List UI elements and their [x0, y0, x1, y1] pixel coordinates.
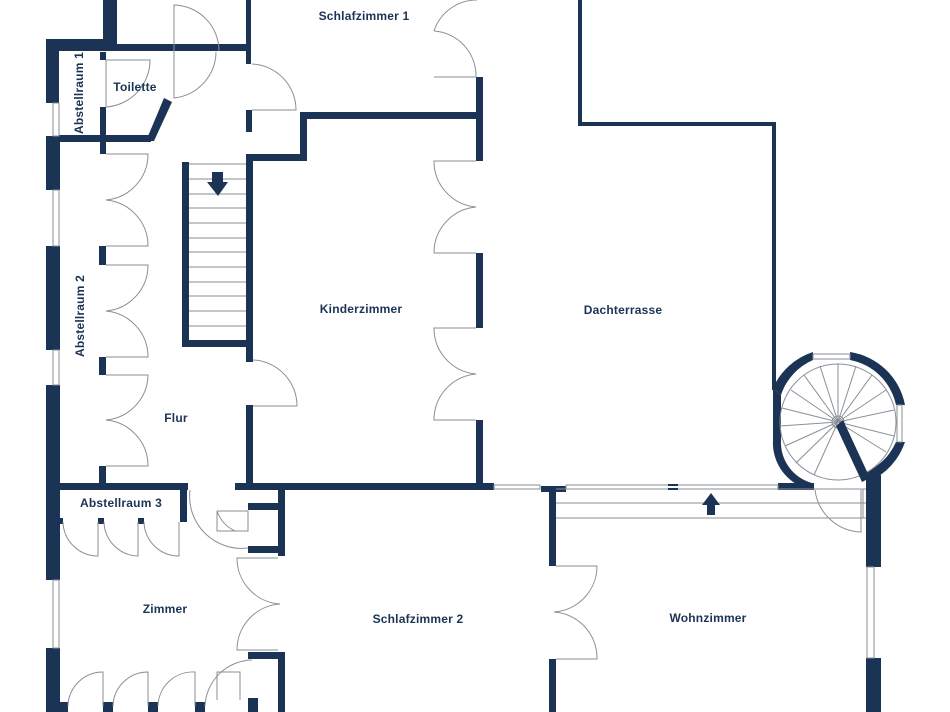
walls	[46, 0, 881, 712]
stair-up-arrow-icon	[702, 493, 720, 515]
room-label-kinderzimmer: Kinderzimmer	[319, 302, 403, 316]
room-label-zimmer: Zimmer	[142, 602, 188, 616]
room-label-abstellraum-3: Abstellraum 3	[80, 496, 162, 510]
room-label-abstellraum-2: Abstellraum 2	[73, 275, 87, 357]
room-label-dachterrasse: Dachterrasse	[583, 303, 663, 317]
room-label-schlafzimmer-2: Schlafzimmer 2	[372, 612, 464, 626]
stair-down-arrow-icon	[207, 172, 228, 196]
straight-staircase	[189, 163, 246, 327]
room-label-flur: Flur	[164, 411, 188, 425]
room-label-wohnzimmer: Wohnzimmer	[669, 611, 747, 625]
spiral-staircase-icon	[772, 352, 905, 490]
doors	[62, 0, 862, 707]
room-label-schlafzimmer-1: Schlafzimmer 1	[318, 9, 410, 23]
terrace-steps	[493, 484, 866, 519]
room-label-toilette: Toilette	[113, 80, 157, 94]
room-label-abstellraum-1: Abstellraum 1	[72, 52, 86, 134]
windows	[52, 102, 875, 659]
